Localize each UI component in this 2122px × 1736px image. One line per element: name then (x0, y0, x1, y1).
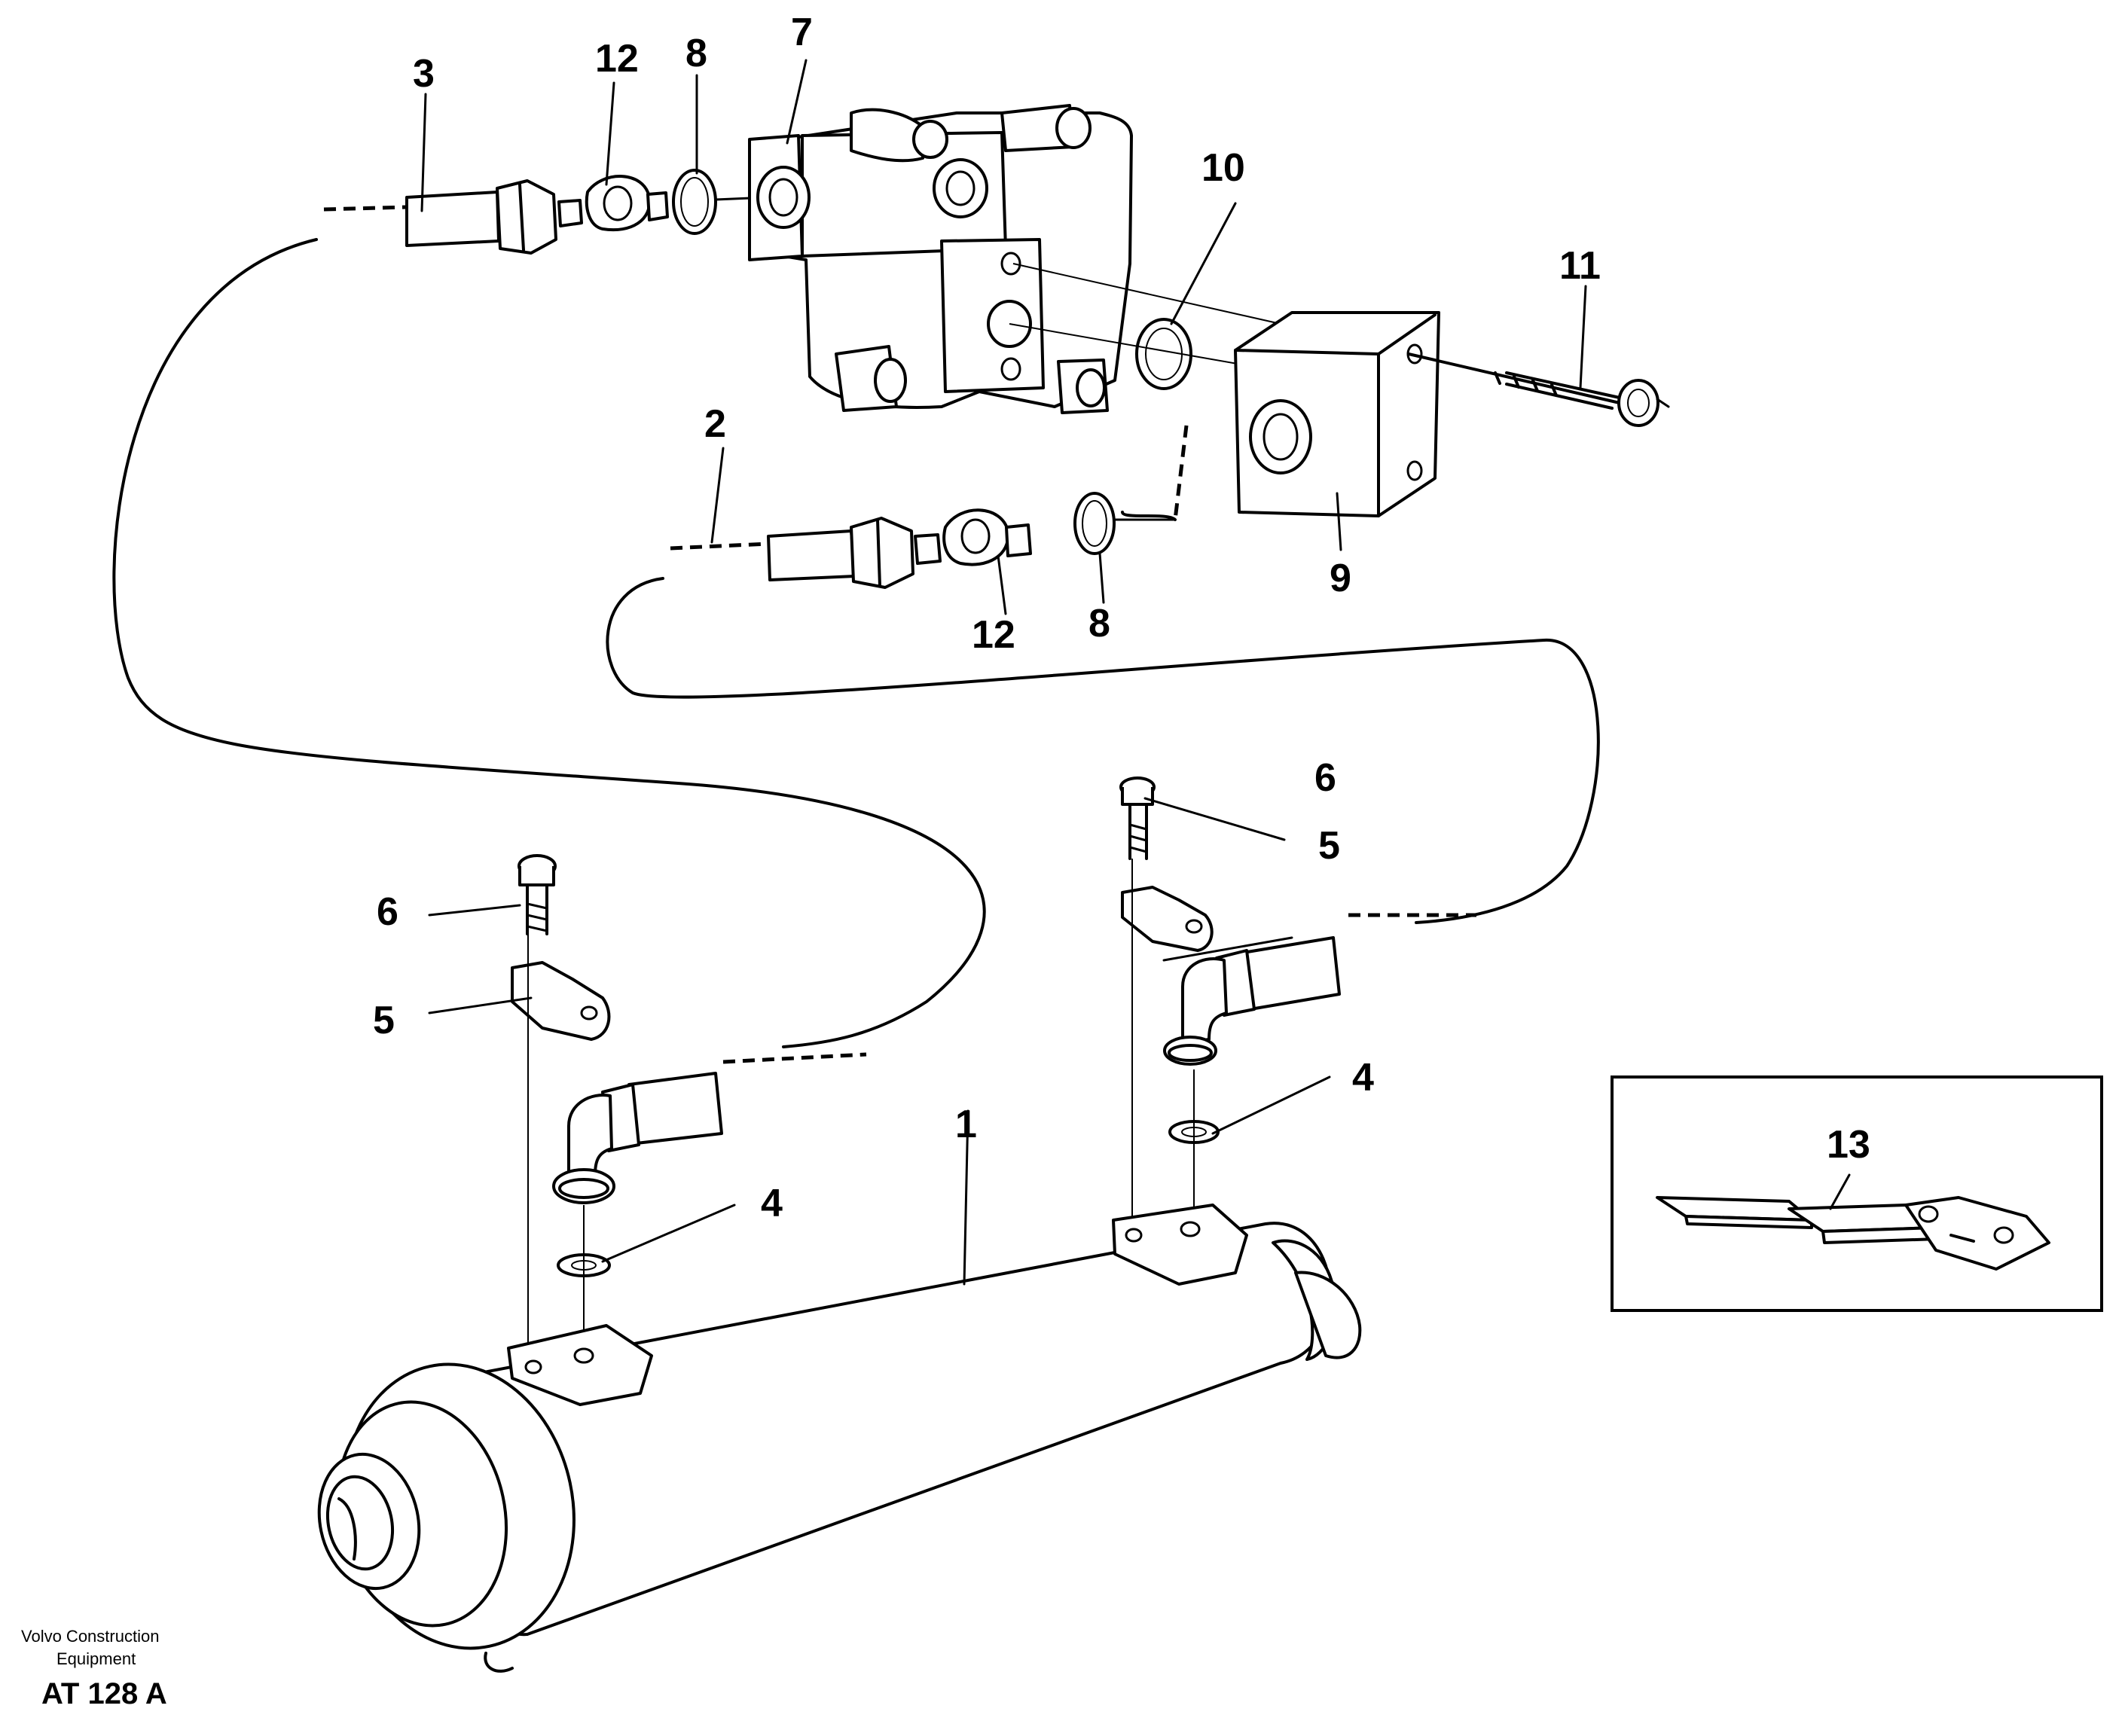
callout-6a: 6 (377, 890, 398, 934)
hose-2 (606, 425, 1600, 924)
callout-5a: 5 (373, 999, 395, 1042)
strap-13 (1656, 1196, 2050, 1271)
inset-box (1611, 1075, 2103, 1312)
elbow-right (1163, 913, 1476, 1066)
hose-3 (112, 179, 986, 1048)
callout-6b: 6 (1314, 756, 1336, 800)
valve-7 (748, 104, 1133, 414)
bolt-11 (1407, 352, 1670, 427)
callout-12a: 12 (595, 37, 639, 81)
callout-8a: 8 (685, 32, 707, 75)
nipple-12-upper (585, 175, 669, 232)
adapter-block-9 (1234, 311, 1440, 517)
callout-12b: 12 (972, 613, 1015, 657)
leader-lines (420, 59, 1851, 1286)
o-ring-8-lower (1073, 492, 1116, 555)
callout-7: 7 (791, 11, 813, 54)
callout-11: 11 (1559, 244, 1601, 288)
clamp-5-left (511, 961, 611, 1041)
credit-line-1: Volvo Construction (21, 1627, 159, 1646)
credit-line-2: Equipment (56, 1649, 136, 1668)
callout-4a: 4 (761, 1182, 783, 1225)
bolt-6-left (518, 854, 557, 935)
callout-1: 1 (955, 1103, 977, 1146)
callout-8b: 8 (1088, 602, 1110, 645)
callout-9: 9 (1330, 557, 1351, 600)
callout-5b: 5 (1318, 824, 1340, 868)
nipple-12-lower (942, 508, 1032, 566)
callout-3: 3 (413, 52, 435, 96)
callout-4b: 4 (1352, 1056, 1374, 1100)
o-ring-8-upper (672, 169, 717, 235)
oil-cooler-1 (317, 1204, 1362, 1673)
callout-2: 2 (704, 402, 726, 446)
callout-10: 10 (1201, 146, 1245, 190)
bolt-6-right (1119, 776, 1156, 860)
elbow-left (552, 1052, 867, 1204)
figure-reference: AT 128 A (41, 1677, 167, 1710)
callout-13: 13 (1827, 1123, 1870, 1167)
clamp-5-right (1121, 886, 1214, 952)
